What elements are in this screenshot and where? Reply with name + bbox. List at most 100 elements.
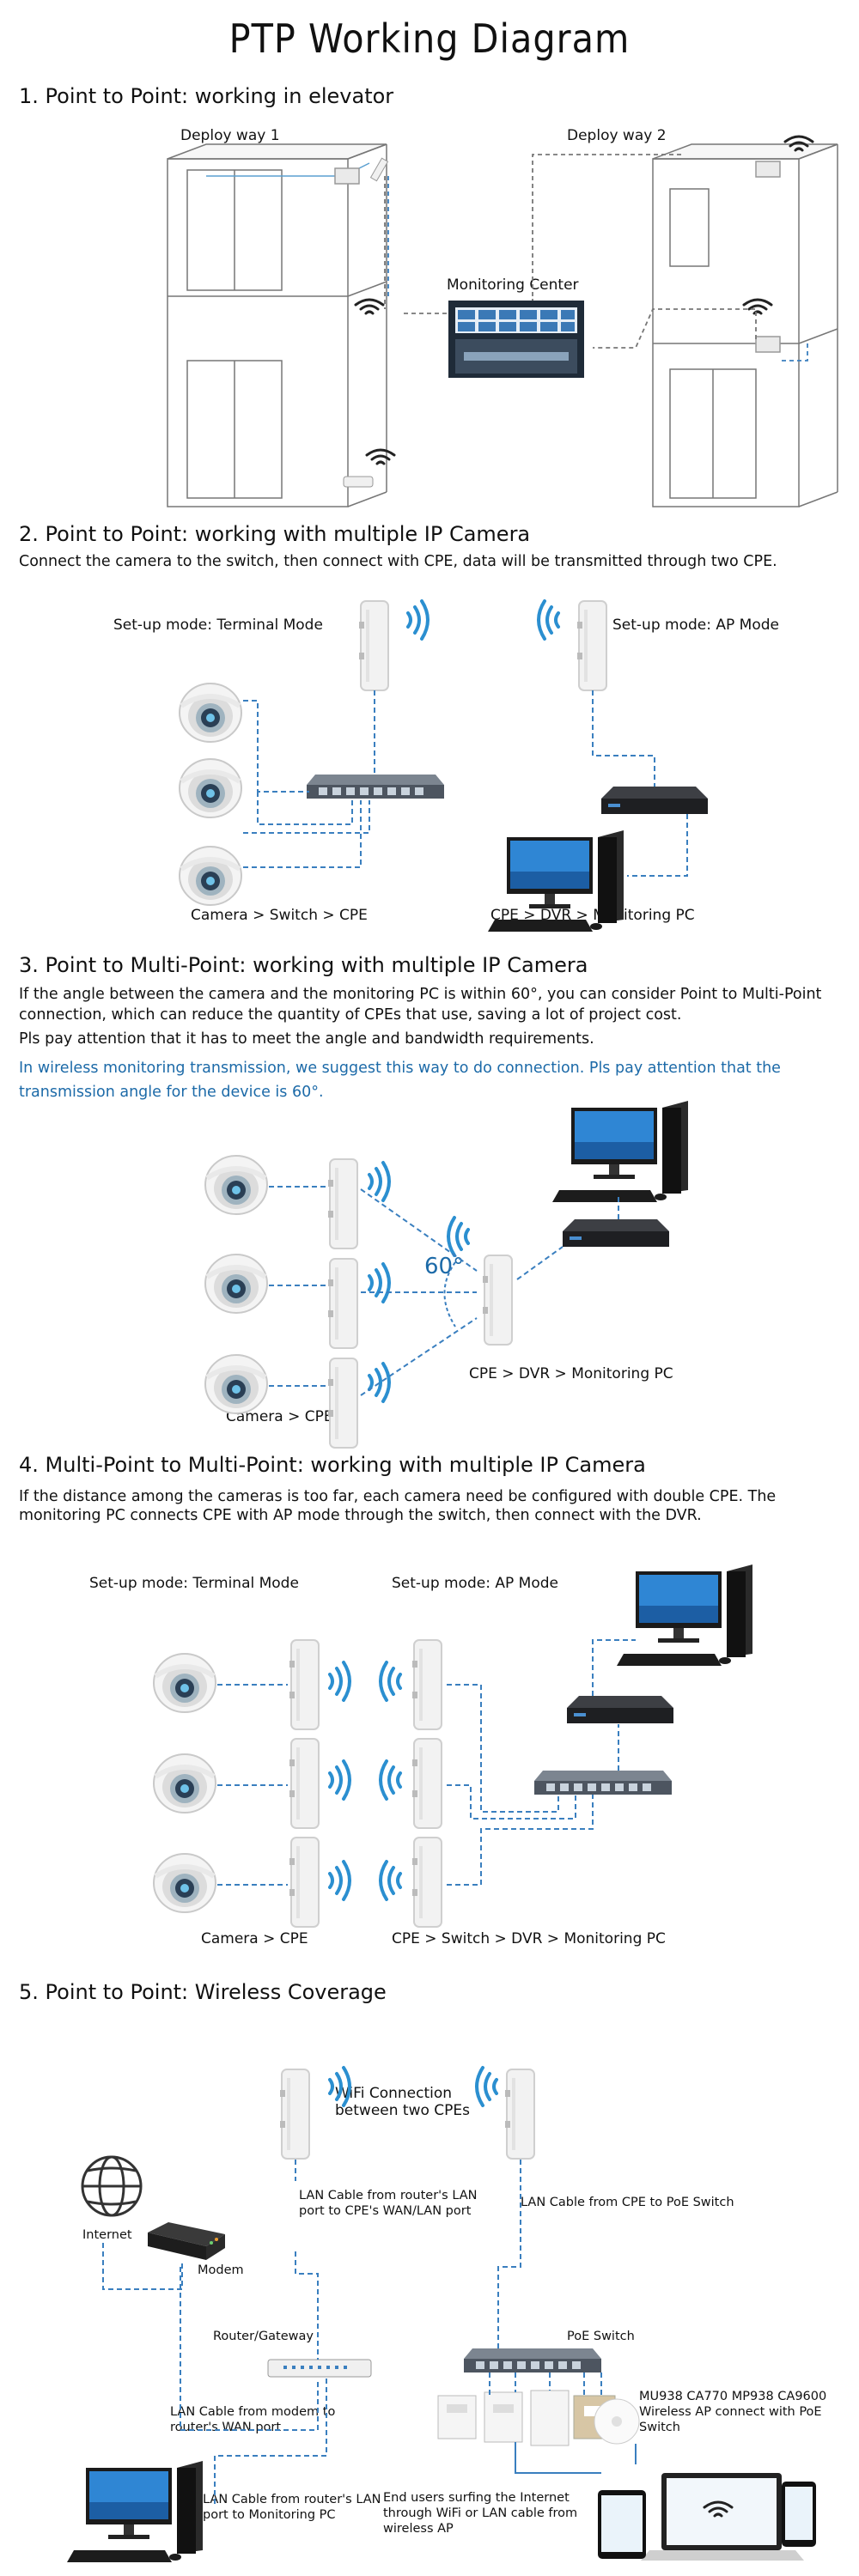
wifi-icon xyxy=(354,298,385,315)
elevator-2 xyxy=(652,143,838,507)
s5-end-users-label: End users surfing the Internet through W… xyxy=(383,2491,578,2536)
end-user-devices xyxy=(598,2473,816,2561)
s5-poe-label: PoE Switch xyxy=(567,2330,635,2343)
s2-cpe-left xyxy=(358,600,389,691)
s5-wifi-label: WiFi Connection between two CPEs xyxy=(335,2085,471,2119)
s5-poe-switch xyxy=(464,2348,601,2372)
section-2-desc: Connect the camera to the switch, then c… xyxy=(19,553,777,570)
elevator-cpe-top xyxy=(369,157,389,182)
wifi-icon xyxy=(447,1216,470,1257)
ap-device-3 xyxy=(530,2390,570,2446)
page-title: PTP Working Diagram xyxy=(228,15,631,62)
s3-links xyxy=(269,1186,619,1396)
section-1-heading: 1. Point to Point: working in elevator xyxy=(19,84,394,108)
wifi-icon xyxy=(379,1860,402,1901)
s2-cpe-right xyxy=(576,600,607,691)
s2-dome-camera-1 xyxy=(180,683,241,742)
deploy-way-2-label: Deploy way 2 xyxy=(567,127,667,144)
s2-dome-camera-2 xyxy=(180,759,241,817)
s2-left-caption: Camera > Switch > CPE xyxy=(191,907,368,924)
s3-dvr xyxy=(563,1219,669,1247)
s3-right-caption: CPE > DVR > Monitoring PC xyxy=(469,1365,673,1382)
s4-cpe-a3 xyxy=(411,1837,442,1928)
s4-cpe-t3 xyxy=(289,1837,320,1928)
ap-device-2 xyxy=(484,2391,523,2443)
s3-cpe-2 xyxy=(327,1258,358,1349)
monitoring-center-image xyxy=(448,301,584,378)
s4-dome-camera-1 xyxy=(154,1654,216,1712)
s5-ap-models-label: MU938 CA770 MP938 CA9600 Wireless AP con… xyxy=(639,2390,827,2434)
s4-left-caption: Camera > CPE xyxy=(201,1930,308,1947)
s2-dome-camera-3 xyxy=(180,847,241,905)
s3-dome-camera-1 xyxy=(205,1156,267,1214)
wifi-icon xyxy=(475,2066,498,2107)
s4-dome-camera-2 xyxy=(154,1754,216,1813)
s4-dome-camera-3 xyxy=(154,1854,216,1912)
modem-icon xyxy=(148,2222,225,2260)
section-3-desc-1: If the angle between the camera and the … xyxy=(19,986,822,1024)
wifi-icon xyxy=(328,1759,351,1801)
internet-globe-icon xyxy=(81,2155,143,2217)
s4-monitoring-pc xyxy=(617,1564,752,1666)
s4-dvr xyxy=(567,1696,673,1723)
wifi-icon xyxy=(379,1661,402,1702)
deploy-way-1-label: Deploy way 1 xyxy=(180,127,280,144)
s3-angle-label: 60° xyxy=(424,1254,465,1279)
s2-ap-mode-label: Set-up mode: AP Mode xyxy=(612,617,779,634)
wifi-icon xyxy=(328,1661,351,1702)
s2-dvr xyxy=(601,787,708,814)
s5-lan-cpe-poe-label: LAN Cable from CPE to PoE Switch xyxy=(521,2196,734,2209)
wifi-icon xyxy=(328,2066,351,2107)
s3-angle-arc xyxy=(443,1261,456,1327)
wifi-icon xyxy=(365,448,396,465)
s5-monitoring-pc xyxy=(67,2461,203,2562)
s2-terminal-mode-label: Set-up mode: Terminal Mode xyxy=(113,617,323,634)
s2-links xyxy=(243,690,688,877)
s5-cpe-left xyxy=(279,2069,310,2160)
s3-cpe-3 xyxy=(327,1358,358,1449)
wifi-icon xyxy=(328,1860,351,1901)
s2-monitoring-pc xyxy=(488,830,624,932)
wifi-icon xyxy=(742,298,773,315)
s5-cpe-right xyxy=(504,2069,535,2160)
section-3-desc-2: Pls pay attention that it has to meet th… xyxy=(19,1030,594,1048)
s5-internet-label: Internet xyxy=(82,2228,132,2242)
s3-dome-camera-3 xyxy=(205,1355,267,1413)
wifi-icon xyxy=(537,599,560,641)
s4-cpe-t2 xyxy=(289,1738,320,1829)
s3-monitoring-pc xyxy=(552,1101,688,1202)
s4-switch xyxy=(534,1771,672,1795)
wifi-icon xyxy=(368,1161,391,1202)
s4-cpe-a2 xyxy=(411,1738,442,1829)
s4-terminal-mode-label: Set-up mode: Terminal Mode xyxy=(89,1575,299,1592)
s3-cpe-center xyxy=(482,1255,513,1346)
section-4-desc: If the distance among the cameras is too… xyxy=(19,1488,777,1524)
s4-links xyxy=(217,1639,636,1886)
s5-lan-router-cpe-label: LAN Cable from router's LAN port to CPE'… xyxy=(299,2189,478,2218)
elevator-cpe-bottom xyxy=(343,476,374,488)
wifi-icon xyxy=(368,1362,391,1403)
elevator-1 xyxy=(167,143,387,507)
s4-cpe-t1 xyxy=(289,1639,320,1730)
s2-switch xyxy=(307,775,444,799)
section-3-heading: 3. Point to Multi-Point: working with mu… xyxy=(19,953,588,977)
s4-ap-mode-label: Set-up mode: AP Mode xyxy=(392,1575,558,1592)
wifi-icon xyxy=(406,599,430,641)
monitoring-center-label: Monitoring Center xyxy=(447,276,579,294)
section-5-heading: 5. Point to Point: Wireless Coverage xyxy=(19,1980,387,2004)
s4-right-caption: CPE > Switch > DVR > Monitoring PC xyxy=(392,1930,666,1947)
ap-device-1 xyxy=(437,2395,477,2439)
s3-left-caption: Camera > CPE xyxy=(226,1408,333,1425)
section-2-heading: 2. Point to Point: working with multiple… xyxy=(19,522,531,546)
wifi-icon xyxy=(368,1262,391,1303)
ap-device-5 xyxy=(594,2398,640,2445)
s5-links xyxy=(102,2160,602,2507)
section-4-heading: 4. Multi-Point to Multi-Point: working w… xyxy=(19,1453,646,1477)
router-icon xyxy=(267,2359,372,2378)
s5-router-label: Router/Gateway xyxy=(213,2330,314,2343)
s3-cpe-1 xyxy=(327,1158,358,1249)
wifi-icon xyxy=(379,1759,402,1801)
section-3-desc-3: In wireless monitoring transmission, we … xyxy=(19,1060,781,1101)
s3-dome-camera-2 xyxy=(205,1255,267,1313)
